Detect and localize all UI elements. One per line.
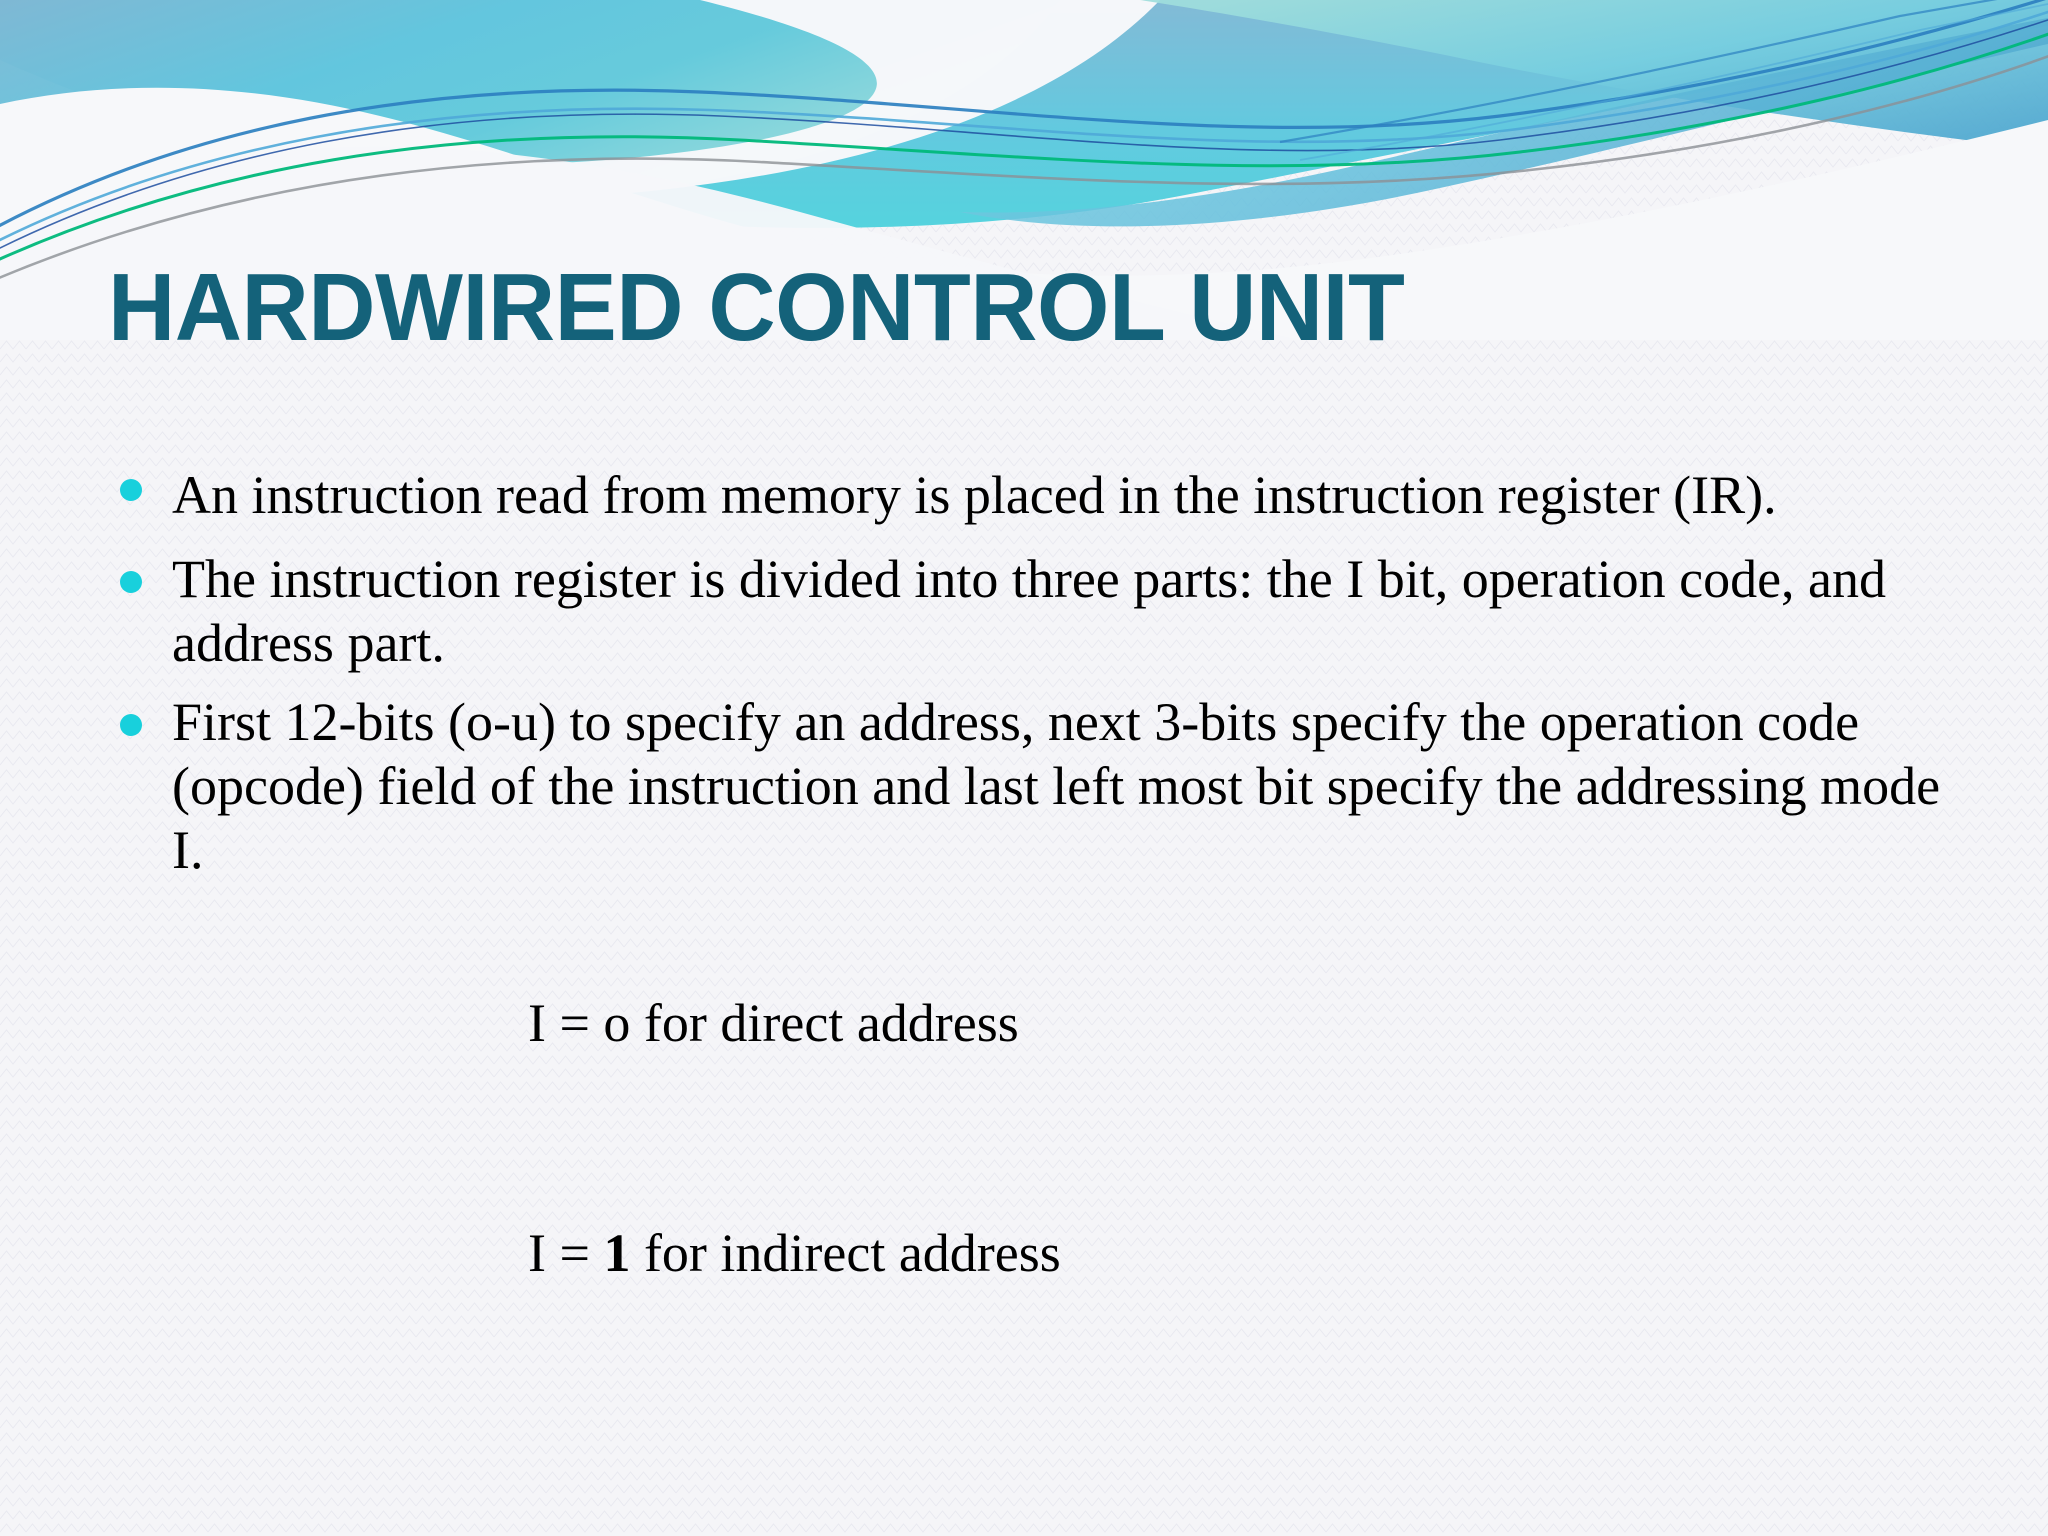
slide-title: HARDWIRED CONTROL UNIT xyxy=(108,254,1405,362)
bullet-text: The instruction register is divided into… xyxy=(172,548,1887,673)
addressing-mode-prefix: I = o for direct address xyxy=(528,993,1019,1054)
bullet-dot-icon xyxy=(120,570,142,593)
addressing-mode-line: I = 1 for indirect address xyxy=(420,1139,1980,1369)
bullet-dot-icon xyxy=(120,714,142,737)
addressing-mode-line: I = o for direct address xyxy=(420,909,1980,1139)
bullet-text: First 12-bits (o-u) to specify an addres… xyxy=(172,692,1941,880)
addressing-mode-prefix: I = xyxy=(528,1223,604,1284)
bullet-text: An instruction read from memory is place… xyxy=(172,465,1777,525)
addressing-mode-lines: I = o for direct address I = 1 for indir… xyxy=(420,909,1980,1369)
addressing-mode-suffix: for indirect address xyxy=(630,1223,1061,1284)
bullet-dot-icon xyxy=(120,479,142,501)
list-item: First 12-bits (o-u) to specify an addres… xyxy=(120,691,1980,882)
addressing-mode-emphasis: 1 xyxy=(603,1223,631,1284)
list-item: An instruction read from memory is place… xyxy=(120,456,1980,536)
slide-body: An instruction read from memory is place… xyxy=(120,456,1980,1369)
list-item: The instruction register is divided into… xyxy=(120,548,1980,675)
